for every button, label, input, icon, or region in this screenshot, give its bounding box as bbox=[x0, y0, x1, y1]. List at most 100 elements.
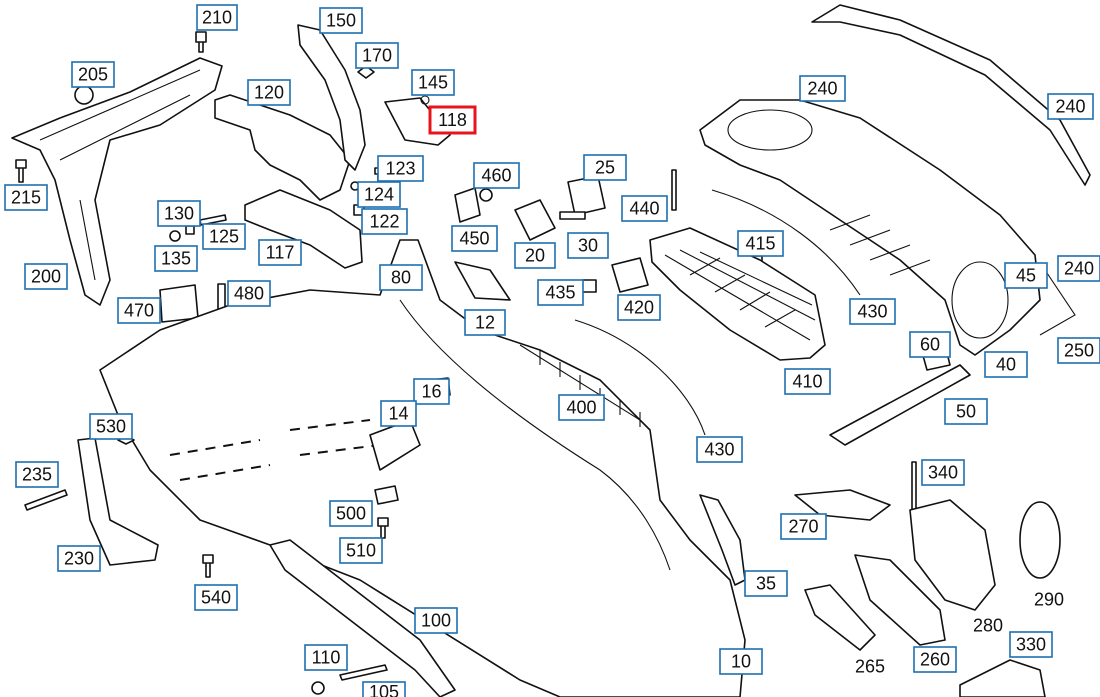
part-215-screw bbox=[15, 159, 27, 183]
callout-box bbox=[799, 75, 846, 102]
part-420-module bbox=[611, 257, 649, 293]
part-450-sensor bbox=[454, 187, 481, 223]
callout-number: 125 bbox=[209, 227, 239, 247]
callout-number: 440 bbox=[629, 199, 659, 219]
callout-number: 10 bbox=[731, 652, 751, 672]
callout-480: 480 bbox=[227, 280, 271, 307]
callout-number: 105 bbox=[369, 682, 399, 697]
callout-265: 265 bbox=[855, 657, 885, 677]
callout-number: 40 bbox=[996, 355, 1016, 375]
callout-230: 230 bbox=[57, 545, 101, 572]
callout-box bbox=[15, 461, 59, 488]
callout-number: 250 bbox=[1064, 341, 1094, 361]
callout-number: 340 bbox=[928, 463, 958, 483]
callout-12: 12 bbox=[464, 309, 506, 336]
callout-box bbox=[558, 394, 605, 421]
callout-260: 260 bbox=[913, 646, 957, 673]
callout-number: 265 bbox=[855, 657, 885, 677]
callout-box bbox=[357, 181, 401, 208]
part-240-fins bbox=[829, 214, 931, 276]
callout-box bbox=[380, 400, 417, 427]
callout-box bbox=[24, 263, 68, 290]
part-250-trim bbox=[1039, 269, 1076, 336]
part-200-detail bbox=[39, 69, 201, 281]
callout-box bbox=[567, 232, 609, 259]
part-440-pin bbox=[671, 169, 677, 211]
callout-number: 124 bbox=[364, 185, 394, 205]
callout-box bbox=[355, 42, 399, 69]
callout-box bbox=[258, 239, 302, 266]
callout-box bbox=[428, 105, 477, 135]
callout-440: 440 bbox=[621, 195, 668, 222]
callout-205: 205 bbox=[71, 61, 115, 88]
callout-box bbox=[617, 294, 661, 321]
callout-box bbox=[984, 351, 1028, 378]
callout-240: 240 bbox=[799, 75, 846, 102]
part-210-screw bbox=[195, 31, 207, 53]
part-510-screw bbox=[377, 517, 389, 539]
callout-number: 30 bbox=[578, 236, 598, 256]
callout-430: 430 bbox=[696, 436, 743, 463]
callout-box bbox=[247, 79, 291, 106]
callout-number: 80 bbox=[391, 268, 411, 288]
callout-150: 150 bbox=[319, 7, 363, 34]
callout-240: 240 bbox=[1047, 93, 1094, 120]
callout-number: 530 bbox=[96, 417, 126, 437]
part-117-bracket bbox=[244, 189, 363, 269]
callout-box bbox=[71, 61, 115, 88]
part-430-rod bbox=[711, 189, 861, 296]
callout-number: 150 bbox=[326, 11, 356, 31]
callout-number: 510 bbox=[346, 541, 376, 561]
callout-number: 330 bbox=[1016, 635, 1046, 655]
part-125-clip bbox=[185, 225, 195, 235]
callout-number: 260 bbox=[920, 650, 950, 670]
callout-box bbox=[583, 154, 627, 181]
callout-210: 210 bbox=[196, 4, 238, 31]
callout-400: 400 bbox=[558, 394, 605, 421]
part-280-housing bbox=[909, 499, 996, 611]
callout-number: 122 bbox=[369, 212, 399, 232]
part-240-trim-top bbox=[811, 4, 1091, 186]
callout-number: 430 bbox=[857, 302, 887, 322]
callout-box bbox=[89, 413, 133, 440]
callout-box bbox=[737, 230, 784, 257]
callout-number: 45 bbox=[1016, 266, 1036, 286]
callout-number: 415 bbox=[745, 234, 775, 254]
callout-110: 110 bbox=[304, 644, 348, 671]
callout-box bbox=[194, 584, 238, 611]
part-20-bracket bbox=[514, 199, 556, 241]
callout-60: 60 bbox=[909, 331, 951, 358]
callout-530: 530 bbox=[89, 413, 133, 440]
callout-box bbox=[339, 537, 383, 564]
callout-number: 500 bbox=[336, 504, 366, 524]
part-145-clip bbox=[420, 95, 430, 105]
callout-200: 200 bbox=[24, 263, 68, 290]
callout-430: 430 bbox=[849, 298, 896, 325]
callout-box bbox=[196, 4, 238, 31]
callout-box bbox=[537, 279, 584, 306]
callout-box bbox=[1009, 631, 1053, 658]
part-120-bracket bbox=[214, 94, 351, 201]
callout-number: 50 bbox=[956, 402, 976, 422]
callout-460: 460 bbox=[473, 162, 520, 189]
callout-number: 230 bbox=[64, 549, 94, 569]
part-265-cover bbox=[804, 584, 876, 651]
callout-80: 80 bbox=[379, 264, 423, 291]
callout-number: 120 bbox=[254, 83, 284, 103]
callout-number: 205 bbox=[78, 65, 108, 85]
callout-20: 20 bbox=[514, 242, 556, 269]
callout-14: 14 bbox=[380, 400, 417, 427]
part-150-strip bbox=[297, 24, 366, 171]
callout-box bbox=[117, 297, 161, 324]
parts-line-art bbox=[11, 4, 1091, 697]
part-10-inner-edge bbox=[399, 299, 671, 571]
callout-number: 470 bbox=[124, 301, 154, 321]
callout-number: 450 bbox=[459, 229, 489, 249]
callout-box bbox=[57, 545, 101, 572]
callout-124: 124 bbox=[357, 181, 401, 208]
callout-130: 130 bbox=[157, 200, 201, 227]
callout-122: 122 bbox=[361, 208, 408, 235]
callout-number: 16 bbox=[421, 382, 441, 402]
callout-240: 240 bbox=[1057, 255, 1100, 282]
